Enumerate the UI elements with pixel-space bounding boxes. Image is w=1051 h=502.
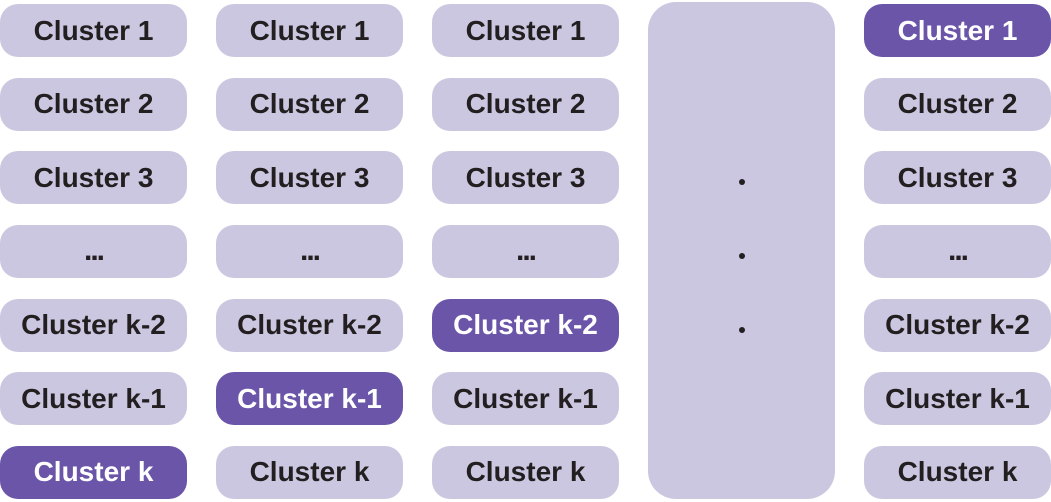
cluster-pill: Cluster k (216, 445, 403, 499)
cluster-pill: Cluster 2 (864, 77, 1051, 131)
cluster-ellipsis-pill: ... (216, 224, 403, 278)
cluster-pill: Cluster 3 (432, 151, 619, 205)
cluster-pill: Cluster k-1 (0, 372, 187, 426)
cluster-pill-highlighted: Cluster 1 (864, 4, 1051, 57)
cluster-pill: Cluster k-2 (216, 298, 403, 352)
cluster-ellipsis-pill: ... (432, 224, 619, 278)
vertical-ellipsis-icon: . . . (738, 178, 745, 333)
cluster-pill-highlighted: Cluster k-1 (216, 372, 403, 426)
cluster-pill: Cluster k-1 (864, 372, 1051, 426)
cluster-pill: Cluster 2 (216, 77, 403, 131)
clustering-result-column-n: Cluster 1 Cluster 2 Cluster 3 ... Cluste… (864, 0, 1051, 502)
clustering-result-column-1: Cluster 1 Cluster 2 Cluster 3 ... Cluste… (0, 0, 187, 502)
cluster-pill-highlighted: Cluster k-2 (432, 298, 619, 352)
cluster-pill: Cluster 3 (864, 151, 1051, 205)
cluster-pill: Cluster k-2 (0, 298, 187, 352)
clustering-result-column-3: Cluster 1 Cluster 2 Cluster 3 ... Cluste… (432, 0, 619, 502)
ellipsis-column: . . . (648, 0, 835, 502)
clustering-result-column-2: Cluster 1 Cluster 2 Cluster 3 ... Cluste… (216, 0, 403, 502)
cluster-pill: Cluster 1 (0, 4, 187, 57)
cluster-pill: Cluster 3 (216, 151, 403, 205)
cluster-pill-highlighted: Cluster k (0, 445, 187, 499)
cluster-pill: Cluster 3 (0, 151, 187, 205)
cluster-pill: Cluster 2 (0, 77, 187, 131)
ellipsis-panel: . . . (648, 2, 835, 499)
cluster-pill: Cluster 1 (432, 4, 619, 57)
cluster-pill: Cluster 1 (216, 4, 403, 57)
cluster-pill: Cluster k-2 (864, 298, 1051, 352)
ellipsis-dot: . (738, 252, 745, 259)
cluster-ellipsis-pill: ... (864, 224, 1051, 278)
cluster-ellipsis-pill: ... (0, 224, 187, 278)
cluster-pill: Cluster k (864, 445, 1051, 499)
ellipsis-dot: . (738, 326, 745, 333)
ellipsis-dot: . (738, 178, 745, 185)
cluster-pill: Cluster k-1 (432, 372, 619, 426)
cluster-pill: Cluster 2 (432, 77, 619, 131)
cluster-pill: Cluster k (432, 445, 619, 499)
